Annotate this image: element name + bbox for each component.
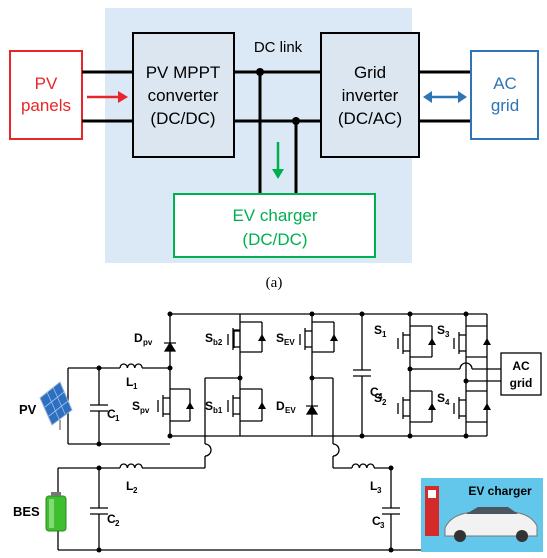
- pv-mppt-converter-box: [132, 32, 235, 158]
- pv-mppt-line1: PV MPPT: [146, 63, 221, 82]
- label-c3-sub: 3: [380, 521, 385, 530]
- grid-inverter-line2: inverter: [342, 86, 399, 105]
- pv-panels-box: [9, 50, 83, 140]
- label-l3: L: [370, 479, 377, 493]
- label-l1-sub: 1: [133, 382, 138, 391]
- label-c4: C: [370, 385, 379, 399]
- ac-grid-node-box: [500, 352, 542, 396]
- label-c4-sub: 4: [378, 392, 383, 401]
- battery-icon: [45, 492, 67, 532]
- label-l2: L: [126, 479, 133, 493]
- label-c1: C: [107, 407, 116, 421]
- switches: [157, 321, 487, 423]
- label-s3-sub: 3: [445, 330, 450, 339]
- ev-charger-badge-text: EV charger: [468, 484, 532, 498]
- label-sb1-sub: b1: [213, 406, 223, 415]
- pv-panel-icon: [39, 381, 73, 430]
- label-l1: L: [126, 375, 133, 389]
- power-flow-arrowhead-grid-left: [423, 91, 432, 103]
- inductor-l2: [119, 463, 143, 469]
- label-c2: C: [107, 512, 116, 526]
- diode-dpv: [163, 341, 177, 352]
- switch-body-diodes: [186, 334, 491, 410]
- pv-panels-label-2: panels: [21, 96, 71, 115]
- figure-caption-a: (a): [266, 275, 283, 291]
- ac-grid-node-label-1: AC: [512, 359, 530, 373]
- label-sb2: S: [205, 331, 213, 345]
- ac-grid-label-2: grid: [491, 96, 519, 115]
- label-s4-sub: 4: [445, 398, 450, 407]
- label-s1-sub: 1: [382, 330, 387, 339]
- label-sb1: S: [205, 399, 213, 413]
- pv-panels-label-1: PV: [35, 74, 58, 93]
- label-dpv-sub: pv: [143, 338, 153, 347]
- label-dev: D: [276, 399, 285, 413]
- diodes: [163, 341, 319, 415]
- label-spv-sub: pv: [140, 406, 150, 415]
- junction-dots: [96, 311, 469, 553]
- label-sev: S: [276, 331, 284, 345]
- label-l2-sub: 2: [133, 486, 138, 495]
- label-c3: C: [372, 514, 381, 528]
- ev-charger-box: [173, 193, 376, 258]
- label-bes: BES: [13, 504, 40, 519]
- label-s4: S: [437, 391, 445, 405]
- label-s3: S: [437, 323, 445, 337]
- label-s2: S: [374, 391, 382, 405]
- power-flow-arrowhead-pv: [118, 91, 128, 103]
- label-pv: PV: [19, 402, 37, 417]
- dc-link-label: DC link: [254, 39, 303, 56]
- inductor-l1: [119, 363, 143, 369]
- label-sb2-sub: b2: [213, 338, 223, 347]
- ac-grid-box: [470, 50, 539, 140]
- charging-station-icon: [425, 486, 439, 536]
- inductor-l3: [351, 463, 375, 469]
- inductor-coils: [119, 363, 375, 469]
- power-flow-arrowhead-ev: [272, 169, 284, 179]
- ev-charger-badge: EV charger: [421, 478, 543, 552]
- grid-inverter-line3: (DC/AC): [338, 109, 402, 128]
- grid-inverter-box: [320, 32, 420, 158]
- label-sev-sub: EV: [284, 338, 295, 347]
- ev-charger-line1: EV charger: [232, 206, 317, 225]
- ac-grid-label-1: AC: [493, 74, 517, 93]
- pv-mppt-line2: converter: [148, 86, 219, 105]
- label-c2-sub: 2: [115, 519, 120, 528]
- grid-inverter-line1: Grid: [354, 63, 386, 82]
- label-c1-sub: 1: [115, 414, 120, 423]
- label-spv: S: [132, 399, 140, 413]
- diode-dev: [305, 404, 319, 415]
- ev-charger-line2: (DC/DC): [242, 230, 307, 249]
- ac-grid-node-label-2: grid: [510, 376, 533, 390]
- label-l3-sub: 3: [377, 486, 382, 495]
- label-s1: S: [374, 323, 382, 337]
- label-dev-sub: EV: [285, 406, 296, 415]
- power-flow-arrowhead-grid-right: [458, 91, 467, 103]
- label-s2-sub: 2: [382, 398, 387, 407]
- component-labels: PV BES D pv L 1 C 1 L 2 C 2 S b2 S b1 S …: [13, 323, 450, 530]
- label-dpv: D: [134, 331, 143, 345]
- pv-mppt-line3: (DC/DC): [150, 109, 215, 128]
